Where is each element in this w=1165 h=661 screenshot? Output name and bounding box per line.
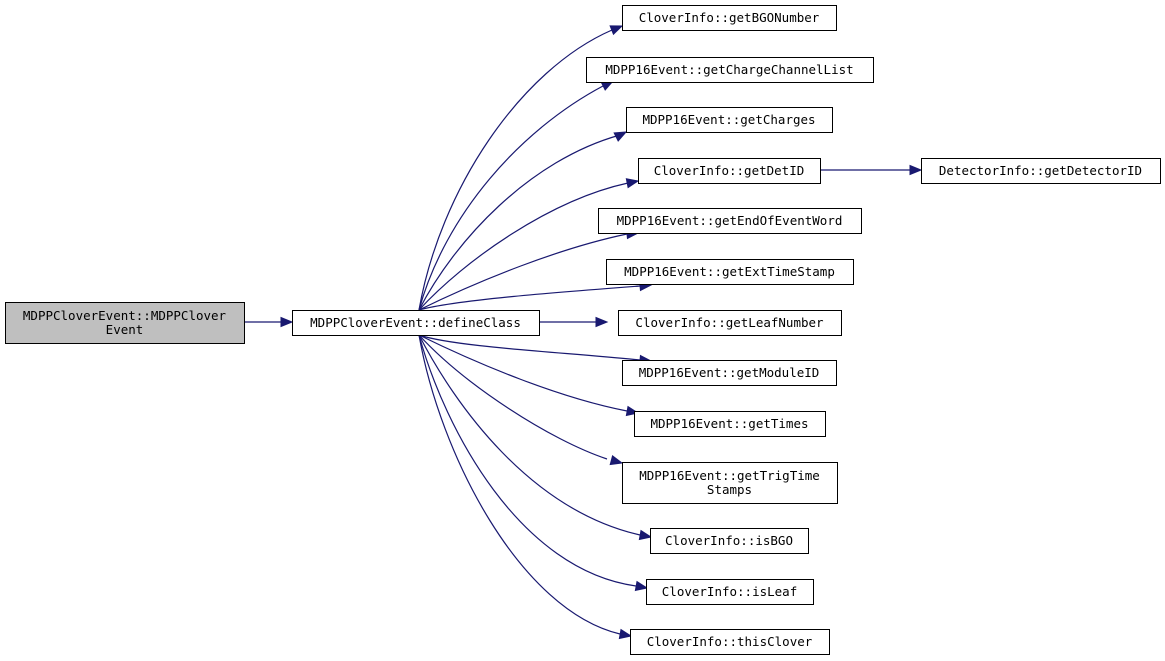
node-mdpp16event-gettrigtimestamps-label-line-1: MDPP16Event::getTrigTime (639, 468, 820, 483)
edge-to-cloverinfo-getbgonumber (418, 29, 613, 311)
edge-to-mdpp16event-getmoduleid (418, 334, 641, 361)
edge-to-cloverinfo-getdetid (418, 182, 629, 311)
edge-to-mdpp16event-gettimes (418, 334, 628, 412)
node-mdppcloverevent-constructor-box (5, 302, 245, 344)
node-mdpp16event-gettimes[interactable]: MDPP16Event::getTimes (634, 411, 826, 437)
arrowhead-cloverinfo-isleaf (634, 580, 649, 592)
node-detectorinfo-getdetectorid[interactable]: DetectorInfo::getDetectorID (921, 158, 1161, 184)
node-mdpp16event-gettimes-label-line-1: MDPP16Event::getTimes (650, 416, 808, 431)
arrowhead-cloverinfo-getbgonumber (609, 25, 624, 36)
node-cloverinfo-isleaf-label-line-1: CloverInfo::isLeaf (662, 584, 797, 599)
node-mdpp16event-gettrigtimestamps-label-line-2: Stamps (707, 482, 752, 497)
call-edges (244, 25, 923, 640)
arrowhead-getdetectorid (909, 164, 923, 176)
node-cloverinfo-getbgonumber-box (622, 5, 837, 31)
edge-to-mdpp16event-gettrigtimestamps (418, 334, 608, 460)
edge-to-mdpp16event-getcharges (418, 134, 621, 311)
edge-to-cloverinfo-isleaf (418, 334, 637, 587)
node-mdpp16event-getcharges[interactable]: MDPP16Event::getCharges (626, 107, 833, 133)
edge-to-cloverinfo-isbgo (418, 334, 641, 536)
node-cloverinfo-thisclover-label-line-1: CloverInfo::thisClover (647, 634, 813, 649)
node-cloverinfo-getbgonumber[interactable]: CloverInfo::getBGONumber (622, 5, 837, 31)
edge-to-mdpp16event-getexttimestamp (418, 285, 641, 311)
node-cloverinfo-thisclover[interactable]: CloverInfo::thisClover (630, 629, 830, 655)
arrowhead-cloverinfo-getleafnumber (595, 316, 609, 328)
node-mdpp16event-gettrigtimestamps-box (622, 462, 838, 504)
arrowhead-mdpp16event-gettrigtimestamps (609, 454, 624, 466)
node-mdpp16event-getexttimestamp-label-line-1: MDPP16Event::getExtTimeStamp (624, 264, 835, 279)
arrowhead-cloverinfo-isbgo (638, 529, 653, 541)
node-cloverinfo-getdetid-label-line-1: CloverInfo::getDetID (654, 163, 805, 178)
arrowhead-cloverinfo-thisclover (618, 628, 633, 640)
node-mdpp16event-getcharges-label-line-1: MDPP16Event::getCharges (642, 112, 815, 127)
node-cloverinfo-getdetid[interactable]: CloverInfo::getDetID (638, 158, 821, 184)
node-cloverinfo-isleaf-box (646, 579, 814, 605)
node-mdpp16event-getmoduleid[interactable]: MDPP16Event::getModuleID (622, 360, 837, 386)
edge-to-mdpp16event-getchargechannellist (418, 85, 604, 311)
node-mdpp16event-getendofeventword[interactable]: MDPP16Event::getEndOfEventWord (598, 208, 862, 234)
node-mdppcloverevent-constructor-label-line-1: MDPPCloverEvent::MDPPClover (23, 308, 227, 323)
edge-to-cloverinfo-thisclover (418, 334, 621, 635)
node-mdpp16event-gettimes-box (634, 411, 826, 437)
node-cloverinfo-isbgo[interactable]: CloverInfo::isBGO (650, 528, 809, 554)
node-mdpp16event-getexttimestamp[interactable]: MDPP16Event::getExtTimeStamp (606, 259, 854, 285)
node-cloverinfo-isleaf[interactable]: CloverInfo::isLeaf (646, 579, 814, 605)
node-mdpp16event-getchargechannellist-label-line-1: MDPP16Event::getChargeChannelList (605, 62, 853, 77)
node-cloverinfo-getleafnumber-label-line-1: CloverInfo::getLeafNumber (635, 315, 824, 330)
node-cloverinfo-thisclover-box (630, 629, 830, 655)
arrowhead-cloverinfo-getdetid (625, 178, 640, 189)
node-cloverinfo-getleafnumber[interactable]: CloverInfo::getLeafNumber (618, 310, 842, 336)
edge-to-mdpp16event-getendofeventword (418, 233, 628, 311)
node-mdppcloverevent-constructor[interactable]: MDPPCloverEvent::MDPPCloverEvent (5, 302, 245, 344)
node-detectorinfo-getdetectorid-box (921, 158, 1161, 184)
node-mdpp16event-getendofeventword-box (598, 208, 862, 234)
node-cloverinfo-getleafnumber-box (618, 310, 842, 336)
node-cloverinfo-isbgo-box (650, 528, 809, 554)
node-mdppcloverevent-constructor-label-line-2: Event (106, 322, 144, 337)
node-mdpp16event-getendofeventword-label-line-1: MDPP16Event::getEndOfEventWord (617, 213, 843, 228)
node-detectorinfo-getdetectorid-label-line-1: DetectorInfo::getDetectorID (939, 163, 1142, 178)
node-mdpp16event-getmoduleid-box (622, 360, 837, 386)
node-mdpp16event-getmoduleid-label-line-1: MDPP16Event::getModuleID (639, 365, 820, 380)
node-mdpp16event-getchargechannellist-box (586, 57, 874, 83)
node-cloverinfo-getbgonumber-label-line-1: CloverInfo::getBGONumber (639, 10, 820, 25)
node-mdpp16event-getcharges-box (626, 107, 833, 133)
node-defineclass-box (292, 310, 540, 336)
node-cloverinfo-isbgo-label-line-1: CloverInfo::isBGO (665, 533, 793, 548)
arrowhead-defineclass (280, 316, 294, 328)
arrowhead-mdpp16event-getcharges (613, 131, 628, 142)
node-mdpp16event-getchargechannellist[interactable]: MDPP16Event::getChargeChannelList (586, 57, 874, 83)
node-cloverinfo-getdetid-box (638, 158, 821, 184)
node-defineclass[interactable]: MDPPCloverEvent::defineClass (292, 310, 540, 336)
node-mdpp16event-getexttimestamp-box (606, 259, 854, 285)
node-defineclass-label-line-1: MDPPCloverEvent::defineClass (310, 315, 521, 330)
